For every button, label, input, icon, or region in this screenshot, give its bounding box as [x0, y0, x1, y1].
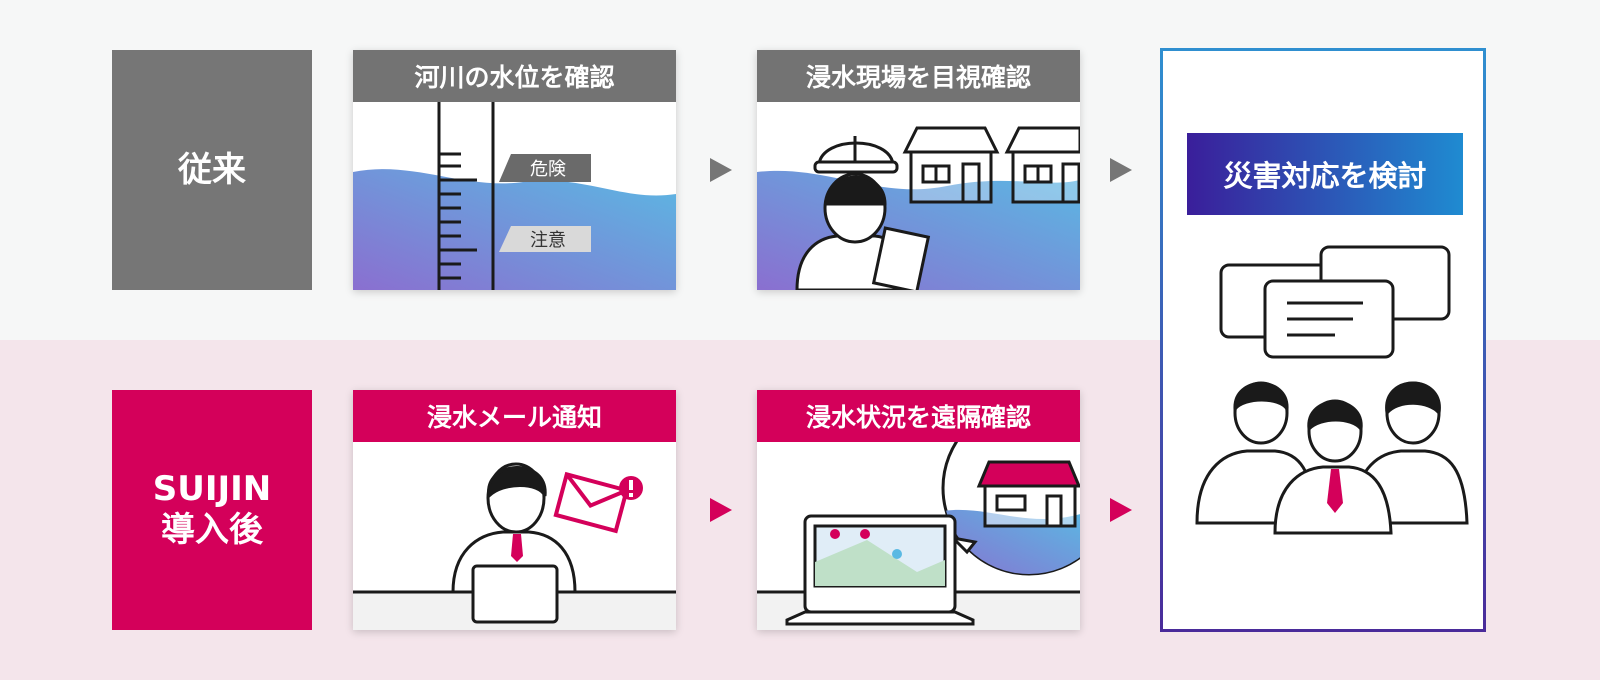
card-remote-check: 浸水状況を遠隔確認 [757, 390, 1080, 630]
card-title: 浸水状況を遠隔確認 [757, 390, 1080, 442]
result-panel: 災害対応を検討 [1160, 48, 1486, 632]
arrow-after-1 [710, 498, 732, 522]
people-meeting-icon [1195, 245, 1469, 535]
after-label: SUIJIN 導入後 [112, 390, 312, 630]
caution-label: 注意 [530, 230, 566, 251]
arrow-before-1 [710, 158, 732, 182]
card-river-level: 河川の水位を確認 危険 注意 [353, 50, 676, 290]
danger-label: 危険 [530, 159, 566, 180]
worker-helmet-icon [757, 126, 1080, 290]
water-gauge-icon: 危険 注意 [353, 102, 676, 290]
card-title: 浸水現場を目視確認 [757, 50, 1080, 102]
result-title: 災害対応を検討 [1187, 133, 1463, 215]
card-mail-notify: 浸水メール通知 [353, 390, 676, 630]
arrow-after-2 [1110, 498, 1132, 522]
arrow-before-2 [1110, 158, 1132, 182]
card-visual-check: 浸水現場を目視確認 [757, 50, 1080, 290]
after-label-line1: SUIJIN [152, 469, 272, 510]
after-label-line2: 導入後 [161, 510, 263, 550]
house-icon [902, 126, 1080, 204]
laptop-map-icon [757, 442, 1080, 630]
person-laptop-icon [353, 462, 676, 630]
card-title: 河川の水位を確認 [353, 50, 676, 102]
card-title: 浸水メール通知 [353, 390, 676, 442]
envelope-alert-icon [553, 471, 630, 534]
speech-bubble-icon [941, 442, 1080, 576]
before-label: 従来 [112, 50, 312, 290]
